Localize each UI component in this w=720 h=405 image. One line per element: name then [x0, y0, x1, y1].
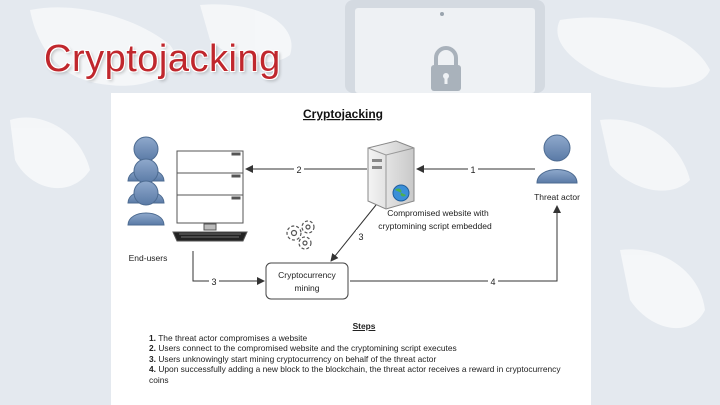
- gears-icon: [286, 220, 315, 250]
- globe-icon: [392, 184, 410, 202]
- mining-label-line1: Cryptocurrency: [278, 270, 336, 280]
- steps-section: Steps 1. The threat actor compromises a …: [149, 321, 579, 386]
- mining-label-line2: mining: [294, 283, 319, 293]
- step-number: 2.: [149, 343, 156, 354]
- cryptojacking-diagram: Cryptojacking: [111, 93, 591, 405]
- steps-title: Steps: [352, 321, 376, 331]
- step-number: 3.: [149, 353, 156, 364]
- threat-actor-label: Threat actor: [534, 192, 580, 202]
- step-text: Upon successfully adding a new block to …: [149, 364, 561, 385]
- slide-title: Cryptojacking: [44, 38, 281, 80]
- edge-label-1: 1: [470, 165, 475, 175]
- edge-label-2: 2: [296, 165, 301, 175]
- step-text: Users unknowingly start mining cryptocur…: [158, 353, 437, 364]
- step-4: 4. Upon successfully adding a new block …: [149, 364, 579, 385]
- threat-actor-icon: [536, 134, 578, 184]
- edge-label-3-website: 3: [358, 232, 363, 242]
- edge-label-4: 4: [490, 277, 495, 287]
- arrow-users-to-mining: [192, 251, 265, 285]
- edge-label-3-users: 3: [211, 277, 216, 287]
- website-label-line1: Compromised website with: [387, 208, 489, 218]
- arrow-mining-to-actor: [350, 205, 561, 282]
- website-label-line2: cryptomining script embedded: [378, 221, 492, 231]
- step-text: The threat actor compromises a website: [158, 332, 308, 343]
- end-users-icon: [127, 136, 165, 226]
- computers-icon: [172, 150, 248, 242]
- step-3: 3. Users unknowingly start mining crypto…: [149, 354, 579, 365]
- mining-box: [265, 262, 349, 300]
- step-1: 1. The threat actor compromises a websit…: [149, 333, 579, 344]
- arrow-website-to-mining: [330, 204, 377, 262]
- step-number: 1.: [149, 332, 156, 343]
- diagram-title: Cryptojacking: [303, 107, 383, 121]
- diagram-canvas: Cryptojacking: [127, 107, 580, 300]
- step-2: 2. Users connect to the compromised webs…: [149, 343, 579, 354]
- step-number: 4.: [149, 364, 156, 375]
- step-text: Users connect to the compromised website…: [158, 343, 457, 354]
- end-users-label: End-users: [129, 253, 168, 263]
